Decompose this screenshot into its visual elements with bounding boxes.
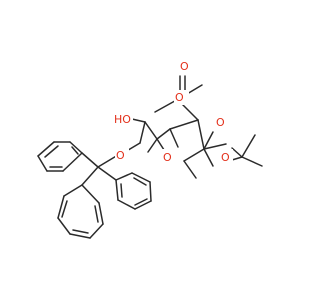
carbonyl-oxygen-label: O <box>180 60 189 73</box>
label-mask <box>160 149 175 164</box>
label-mask <box>174 90 189 105</box>
label-mask <box>115 148 129 163</box>
molecule-diagram: O O O O O HO O <box>37 58 263 239</box>
label-mask <box>218 149 233 164</box>
dioxolane-oxygen-bottom-label: O <box>221 151 230 164</box>
ester-bond <box>180 102 199 121</box>
hydroxyl-label: HO <box>114 113 131 126</box>
ether-oxygen-label: O <box>116 149 125 162</box>
label-mask <box>113 112 133 127</box>
furanose-oxygen-label: O <box>163 151 172 164</box>
label-mask <box>214 114 229 129</box>
phenyl-ring-1 <box>37 141 83 172</box>
trityl-center <box>81 152 119 186</box>
phenyl-ring-3 <box>57 184 104 239</box>
label-mask <box>173 58 188 73</box>
ester-oxygen-label: O <box>175 91 184 104</box>
dioxolane-oxygen-top-label: O <box>216 116 225 129</box>
ring-core <box>147 119 263 179</box>
phenyl-ring-2 <box>115 172 152 210</box>
structure-canvas: O O O O O HO O <box>37 58 263 239</box>
